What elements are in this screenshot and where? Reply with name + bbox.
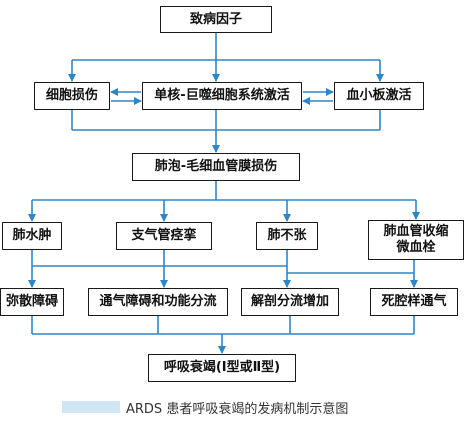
node-atelectasis: 肺不张: [256, 222, 318, 250]
node-diffusion: 弥散障碍: [0, 288, 64, 316]
node-platelet-activation: 血小板激活: [334, 82, 424, 110]
node-anatomic-shunt: 解剖分流增加: [241, 288, 339, 316]
node-mono-activation: 单核-巨噬细胞系统激活: [142, 82, 302, 110]
node-bronchospasm: 支气管痉挛: [116, 222, 212, 250]
caption-text: ARDS 患者呼吸衰竭的发病机制示意图: [126, 401, 349, 417]
node-cell-damage: 细胞损伤: [34, 82, 110, 110]
caption-marker: [62, 401, 120, 413]
node-edema: 肺水肿: [2, 222, 62, 250]
node-vasoconstriction: 肺血管收缩 微血栓: [368, 220, 464, 260]
node-ventilation-mismatch: 通气障碍和功能分流: [88, 288, 228, 316]
figure-caption: ARDS 患者呼吸衰竭的发病机制示意图: [62, 398, 349, 417]
node-failure: 呼吸衰竭(Ⅰ型或Ⅱ型): [148, 354, 296, 382]
node-alveolar-injury: 肺泡-毛细血管膜损伤: [132, 153, 300, 181]
node-dead-space: 死腔样通气: [370, 288, 458, 316]
node-cause: 致病因子: [160, 6, 272, 33]
